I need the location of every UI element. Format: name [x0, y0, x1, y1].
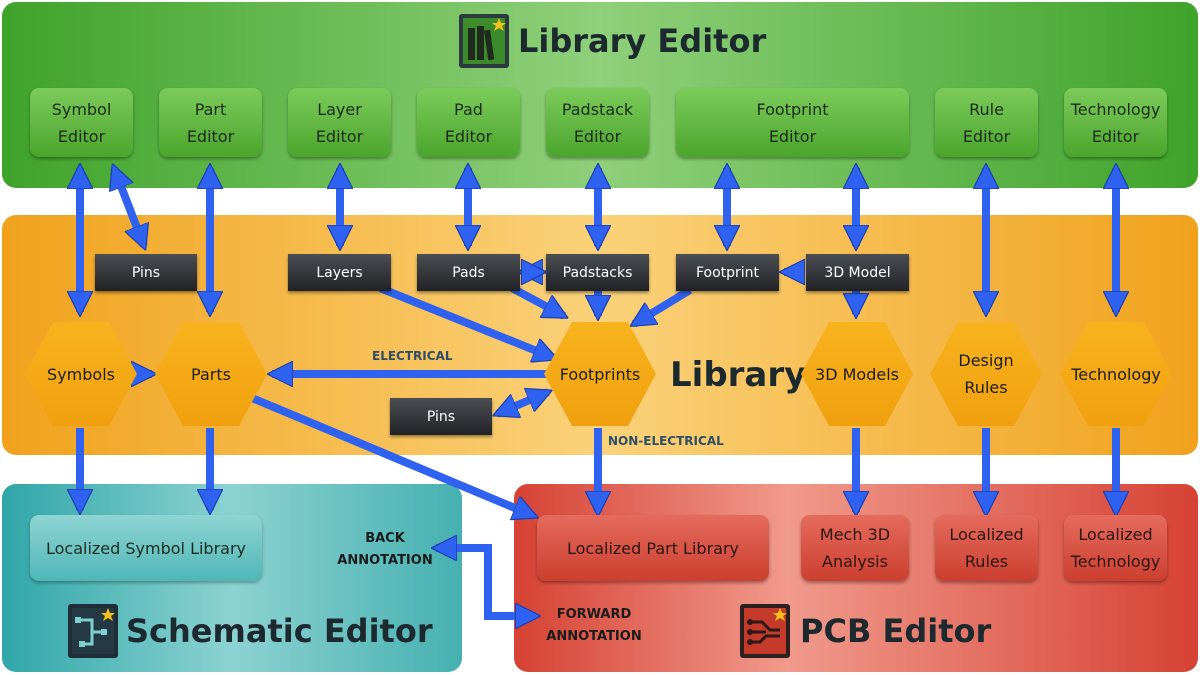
pcb-editor-title: PCB Editor	[800, 612, 992, 650]
library-item-3d-model[interactable]: 3D Model	[806, 254, 909, 291]
pad-editor-box[interactable]: Pad Editor	[417, 88, 520, 157]
pcb-editor-icon	[740, 604, 790, 658]
layer-editor-box[interactable]: Layer Editor	[288, 88, 391, 157]
arrow-pads-footprints	[510, 284, 564, 320]
arrow-footprint-footprints	[634, 286, 693, 328]
localized-rules-box[interactable]: Localized Rules	[935, 515, 1038, 581]
technology-editor-box[interactable]: Technology Editor	[1064, 88, 1167, 157]
library-item-pads[interactable]: Pads	[417, 254, 520, 291]
label-back-annotation: BACK ANNOTATION	[337, 531, 433, 568]
localized-technology-box[interactable]: Localized Technology	[1064, 515, 1167, 581]
arrow-parts-localized-part-library	[250, 394, 534, 516]
library-editor-title: Library Editor	[518, 22, 767, 60]
library-item-padstacks[interactable]: Padstacks	[546, 254, 649, 291]
library-item-footprint[interactable]: Footprint	[676, 254, 779, 291]
library-editor-icon	[459, 14, 509, 68]
library-item-pins-bottom[interactable]: Pins	[390, 398, 492, 435]
library-item-pins-top[interactable]: Pins	[95, 254, 197, 291]
hex-design-rules[interactable]: Design Rules	[930, 322, 1042, 426]
part-editor-box[interactable]: Part Editor	[159, 88, 262, 157]
hex-parts[interactable]: Parts	[155, 322, 267, 426]
footprint-editor-box[interactable]: Footprint Editor	[676, 88, 909, 157]
library-title: Library	[670, 355, 807, 395]
hex-footprints[interactable]: Footprints	[544, 322, 656, 426]
library-item-layers[interactable]: Layers	[288, 254, 391, 291]
symbol-editor-box[interactable]: Symbol Editor	[30, 88, 133, 157]
schematic-editor-icon	[68, 604, 118, 658]
label-forward-annotation: FORWARD ANNOTATION	[546, 607, 642, 644]
mech-3d-analysis-box[interactable]: Mech 3D Analysis	[801, 515, 909, 581]
arrow-layers-footprints	[378, 284, 554, 358]
arrow-annotation	[436, 548, 536, 616]
label-non-electrical: NON-ELECTRICAL	[608, 434, 724, 448]
hex-symbols[interactable]: Symbols	[25, 322, 137, 426]
padstack-editor-box[interactable]: Padstack Editor	[546, 88, 649, 157]
hex-3d-models[interactable]: 3D Models	[801, 322, 913, 426]
rule-editor-box[interactable]: Rule Editor	[935, 88, 1038, 157]
arrow-pins-footprints	[497, 392, 548, 414]
localized-symbol-library-box[interactable]: Localized Symbol Library	[30, 515, 262, 581]
schematic-editor-title: Schematic Editor	[126, 612, 433, 650]
arrow-symbol-editor-pins	[114, 168, 144, 246]
label-electrical: ELECTRICAL	[372, 349, 453, 363]
localized-part-library-box[interactable]: Localized Part Library	[537, 515, 769, 581]
